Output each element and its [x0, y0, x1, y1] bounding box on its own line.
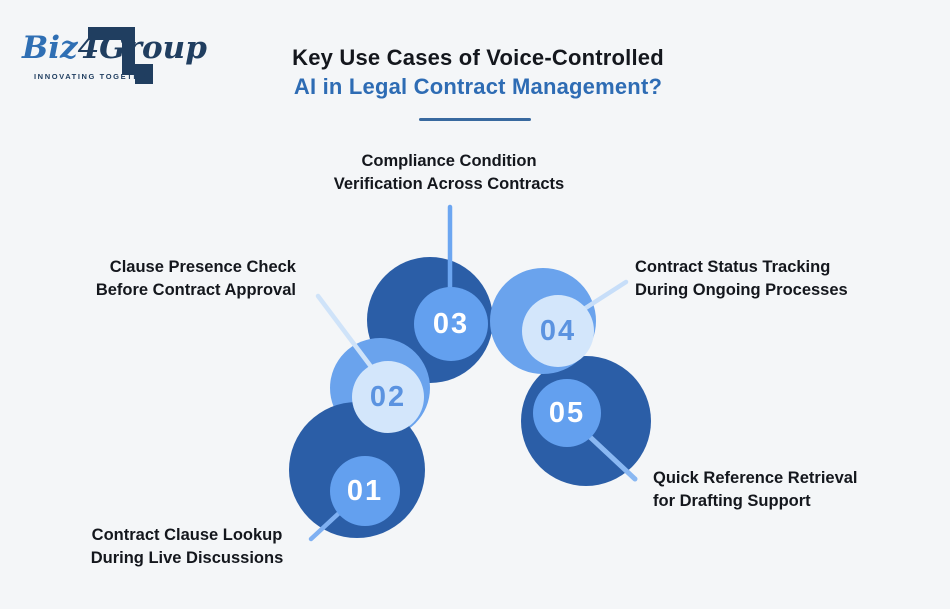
- step1-number-circle: 01: [330, 456, 400, 526]
- step4-number-circle: 04: [522, 295, 594, 367]
- step3-label-line2: Verification Across Contracts: [333, 175, 565, 193]
- logo-bracket-icon: [122, 27, 135, 75]
- step2-label-line2: Before Contract Approval: [95, 281, 296, 299]
- step3-label: Compliance Condition Verification Across…: [299, 150, 599, 196]
- biz4group-logo: Biz4Group INNOVATING TOGETHER: [20, 15, 207, 95]
- page-title-line2: AI in Legal Contract Management?: [293, 74, 663, 99]
- step3-number-circle: 03: [414, 287, 488, 361]
- step1-label: Contract Clause Lookup During Live Discu…: [67, 524, 307, 570]
- step2-number-circle: 02: [352, 361, 424, 433]
- step4-label-line1: Contract Status Tracking: [635, 258, 831, 276]
- page-title-line1: Key Use Cases of Voice-Controlled: [292, 45, 664, 70]
- logo-text-biz: Biz: [22, 30, 78, 66]
- logo-tagline: INNOVATING TOGETHER: [34, 72, 154, 81]
- logo-bracket-icon: [135, 64, 153, 84]
- step3-number: 03: [432, 307, 470, 340]
- step2-number: 02: [369, 380, 407, 413]
- step5-label-line1: Quick Reference Retrieval: [653, 469, 858, 487]
- step2-label-line1: Clause Presence Check: [109, 258, 296, 276]
- step5-label-line2: for Drafting Support: [653, 492, 811, 510]
- logo-text-group: Group: [99, 30, 207, 66]
- page-title: Key Use Cases of Voice-Controlled AI in …: [240, 43, 716, 101]
- logo-wordmark: Biz4Group: [22, 29, 207, 67]
- step3-label-line1: Compliance Condition: [361, 152, 537, 170]
- step4-label-line2: During Ongoing Processes: [635, 281, 848, 299]
- step4-label: Contract Status Tracking During Ongoing …: [635, 256, 895, 302]
- step4-number: 04: [539, 314, 577, 347]
- logo-text-four: 4: [77, 30, 100, 66]
- step1-label-line2: During Live Discussions: [90, 549, 284, 567]
- step5-number-circle: 05: [533, 379, 601, 447]
- title-underline: [419, 118, 531, 121]
- step1-label-line1: Contract Clause Lookup: [91, 526, 283, 544]
- step2-label: Clause Presence Check Before Contract Ap…: [36, 256, 296, 302]
- step1-number: 01: [346, 474, 384, 507]
- step5-label: Quick Reference Retrieval for Drafting S…: [653, 467, 903, 513]
- step5-number: 05: [548, 396, 586, 429]
